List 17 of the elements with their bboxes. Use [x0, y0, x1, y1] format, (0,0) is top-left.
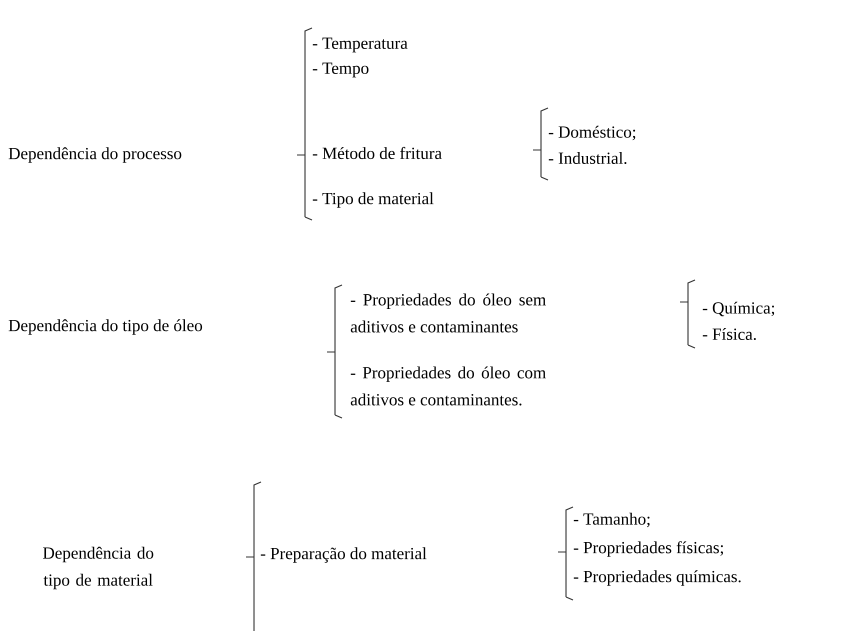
- list-item: - Temperatura: [312, 38, 408, 52]
- list-item: - Industrial.: [548, 152, 626, 164]
- list-item: - Método de fritura: [312, 146, 442, 160]
- list-item: - Propriedades químicas.: [574, 570, 741, 586]
- list-item: - Propriedades do óleo com aditivos e contaminantes.: [350, 366, 546, 406]
- list-item: Dependência do processo: [8, 147, 182, 163]
- list-item: - Propriedades físicas;: [574, 541, 723, 557]
- list-item: - Tempo: [312, 62, 368, 78]
- list-item: - Doméstico;: [548, 126, 636, 140]
- list-item: - Preparação do material: [260, 547, 426, 563]
- list-item: - Tipo de material: [312, 192, 434, 208]
- list-item: - Física.: [702, 328, 756, 340]
- list-item: - Propriedades do óleo sem aditivos e contaminantes: [350, 294, 546, 332]
- list-item: - Tamanho;: [574, 512, 650, 528]
- list-item: Dependência do tipo de óleo: [8, 319, 202, 335]
- list-item: Dependência do tipo de material: [43, 546, 154, 590]
- list-item: - Química;: [702, 302, 774, 316]
